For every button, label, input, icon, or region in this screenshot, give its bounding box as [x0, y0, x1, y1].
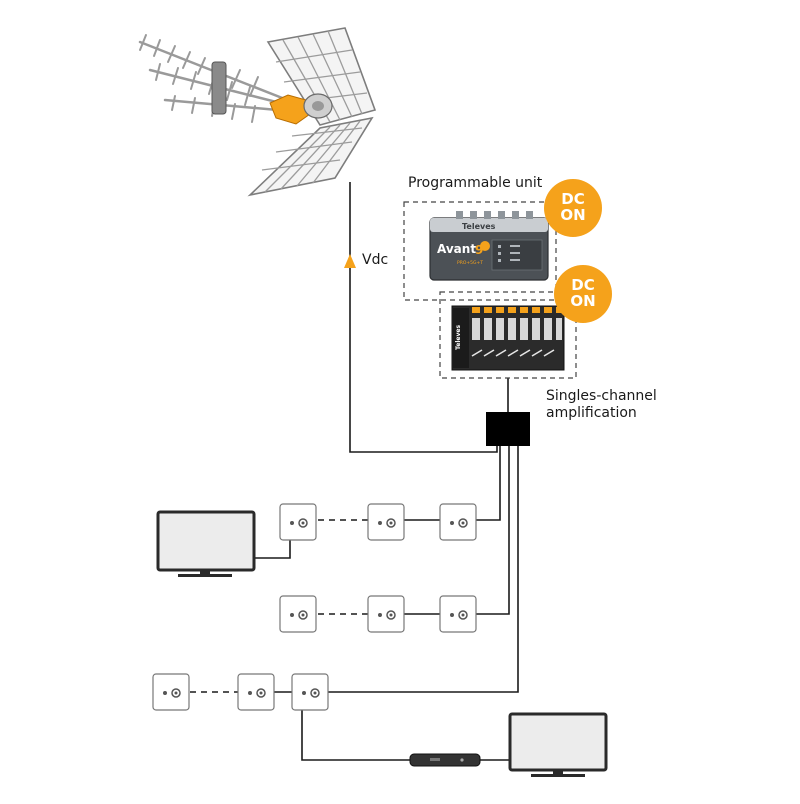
wall-outlet-icon	[291, 673, 329, 711]
outlets-row-1	[279, 503, 477, 541]
wall-outlet-icon	[237, 673, 275, 711]
programmable-unit-label: Programmable unit	[408, 175, 543, 191]
wall-outlet-icon	[439, 595, 477, 633]
wall-outlet-icon	[279, 595, 317, 633]
dc-on-badge: DC ON	[554, 265, 612, 323]
set-top-box-icon	[409, 753, 481, 767]
dc-on-badge-line2: ON	[570, 292, 596, 310]
vdc-label: Vdc	[362, 252, 389, 268]
uhf-antenna-icon	[138, 27, 377, 197]
tv-icon	[508, 712, 608, 777]
device-model-text: Avant	[437, 242, 476, 256]
channel-amplification-box	[439, 291, 577, 379]
wall-outlet-icon	[367, 595, 405, 633]
channel-amplifier-modules-icon: Televes	[451, 305, 565, 371]
device-model-sub: PRO+5G+T	[457, 260, 483, 266]
wall-outlet-icon	[367, 503, 405, 541]
outlets-row-3	[152, 673, 329, 711]
singles-channel-label-line2: amplification	[546, 405, 637, 421]
tv-icon	[156, 510, 256, 577]
wall-outlet-icon	[152, 673, 190, 711]
dc-on-badge: DC ON	[544, 179, 602, 237]
coax-cables	[190, 182, 519, 761]
amp-brand-text: Televes	[455, 325, 462, 350]
splitter-icon	[486, 412, 530, 446]
arrow-up-icon	[344, 254, 356, 268]
wall-outlet-icon	[279, 503, 317, 541]
device-model-number: 9	[475, 243, 483, 257]
dc-on-badge-line1: DC	[571, 276, 595, 295]
wall-outlet-icon	[439, 503, 477, 541]
dc-on-badge-line2: ON	[560, 206, 586, 224]
device-brand-text: Televes	[462, 222, 496, 231]
singles-channel-label-line1: Singles-channel	[546, 388, 657, 404]
outlets-row-2	[279, 595, 477, 633]
dc-on-badge-line1: DC	[561, 190, 585, 209]
headend-amplifier-icon: Televes Avant 9 PRO+5G+T	[429, 211, 549, 281]
programmable-unit-box	[403, 201, 557, 301]
